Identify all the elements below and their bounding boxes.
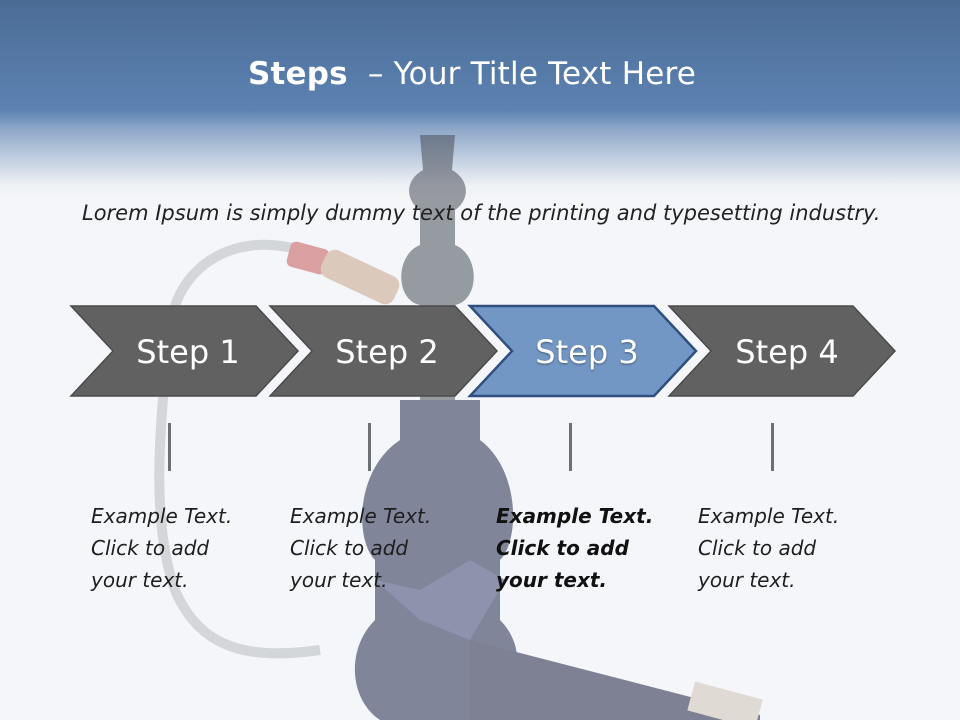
step-1-description[interactable]: Example Text. Click to add your text. xyxy=(91,500,281,596)
page-title: Steps – Your Title Text Here xyxy=(0,56,944,92)
step-3-desc-line: Click to add xyxy=(496,536,629,560)
step-1-chevron[interactable]: Step 1 xyxy=(69,305,300,397)
step-2-connector xyxy=(368,423,371,471)
step-3-connector xyxy=(569,423,572,471)
step-3-description[interactable]: Example Text. Click to add your text. xyxy=(496,500,686,596)
step-1-connector xyxy=(168,423,171,471)
step-2-chevron[interactable]: Step 2 xyxy=(268,305,499,397)
step-2-label: Step 2 xyxy=(335,333,438,371)
step-2-desc-line: your text. xyxy=(290,568,388,592)
step-4-desc-line: Click to add xyxy=(698,536,817,560)
header-banner xyxy=(0,0,960,200)
step-2-description[interactable]: Example Text. Click to add your text. xyxy=(290,500,480,596)
step-1-label: Step 1 xyxy=(136,333,239,371)
step-1-desc-line: your text. xyxy=(91,568,189,592)
step-1-desc-line: Example Text. xyxy=(91,504,233,528)
title-rest: – Your Title Text Here xyxy=(367,56,697,92)
step-3-desc-line: your text. xyxy=(496,568,608,592)
title-bold: Steps xyxy=(247,56,348,92)
step-4-desc-line: your text. xyxy=(698,568,796,592)
step-3-desc-line: Example Text. xyxy=(496,504,654,528)
step-4-connector xyxy=(771,423,774,471)
intro-text: Lorem Ipsum is simply dummy text of the … xyxy=(82,201,881,225)
step-1-desc-line: Click to add xyxy=(91,536,210,560)
step-2-desc-line: Click to add xyxy=(290,536,409,560)
step-2-desc-line: Example Text. xyxy=(290,504,432,528)
step-3-chevron[interactable]: Step 3 xyxy=(467,304,698,398)
step-4-description[interactable]: Example Text. Click to add your text. xyxy=(698,500,888,596)
step-3-label: Step 3 xyxy=(535,333,638,371)
step-4-label: Step 4 xyxy=(735,333,838,371)
step-4-chevron[interactable]: Step 4 xyxy=(667,305,897,397)
step-4-desc-line: Example Text. xyxy=(698,504,840,528)
